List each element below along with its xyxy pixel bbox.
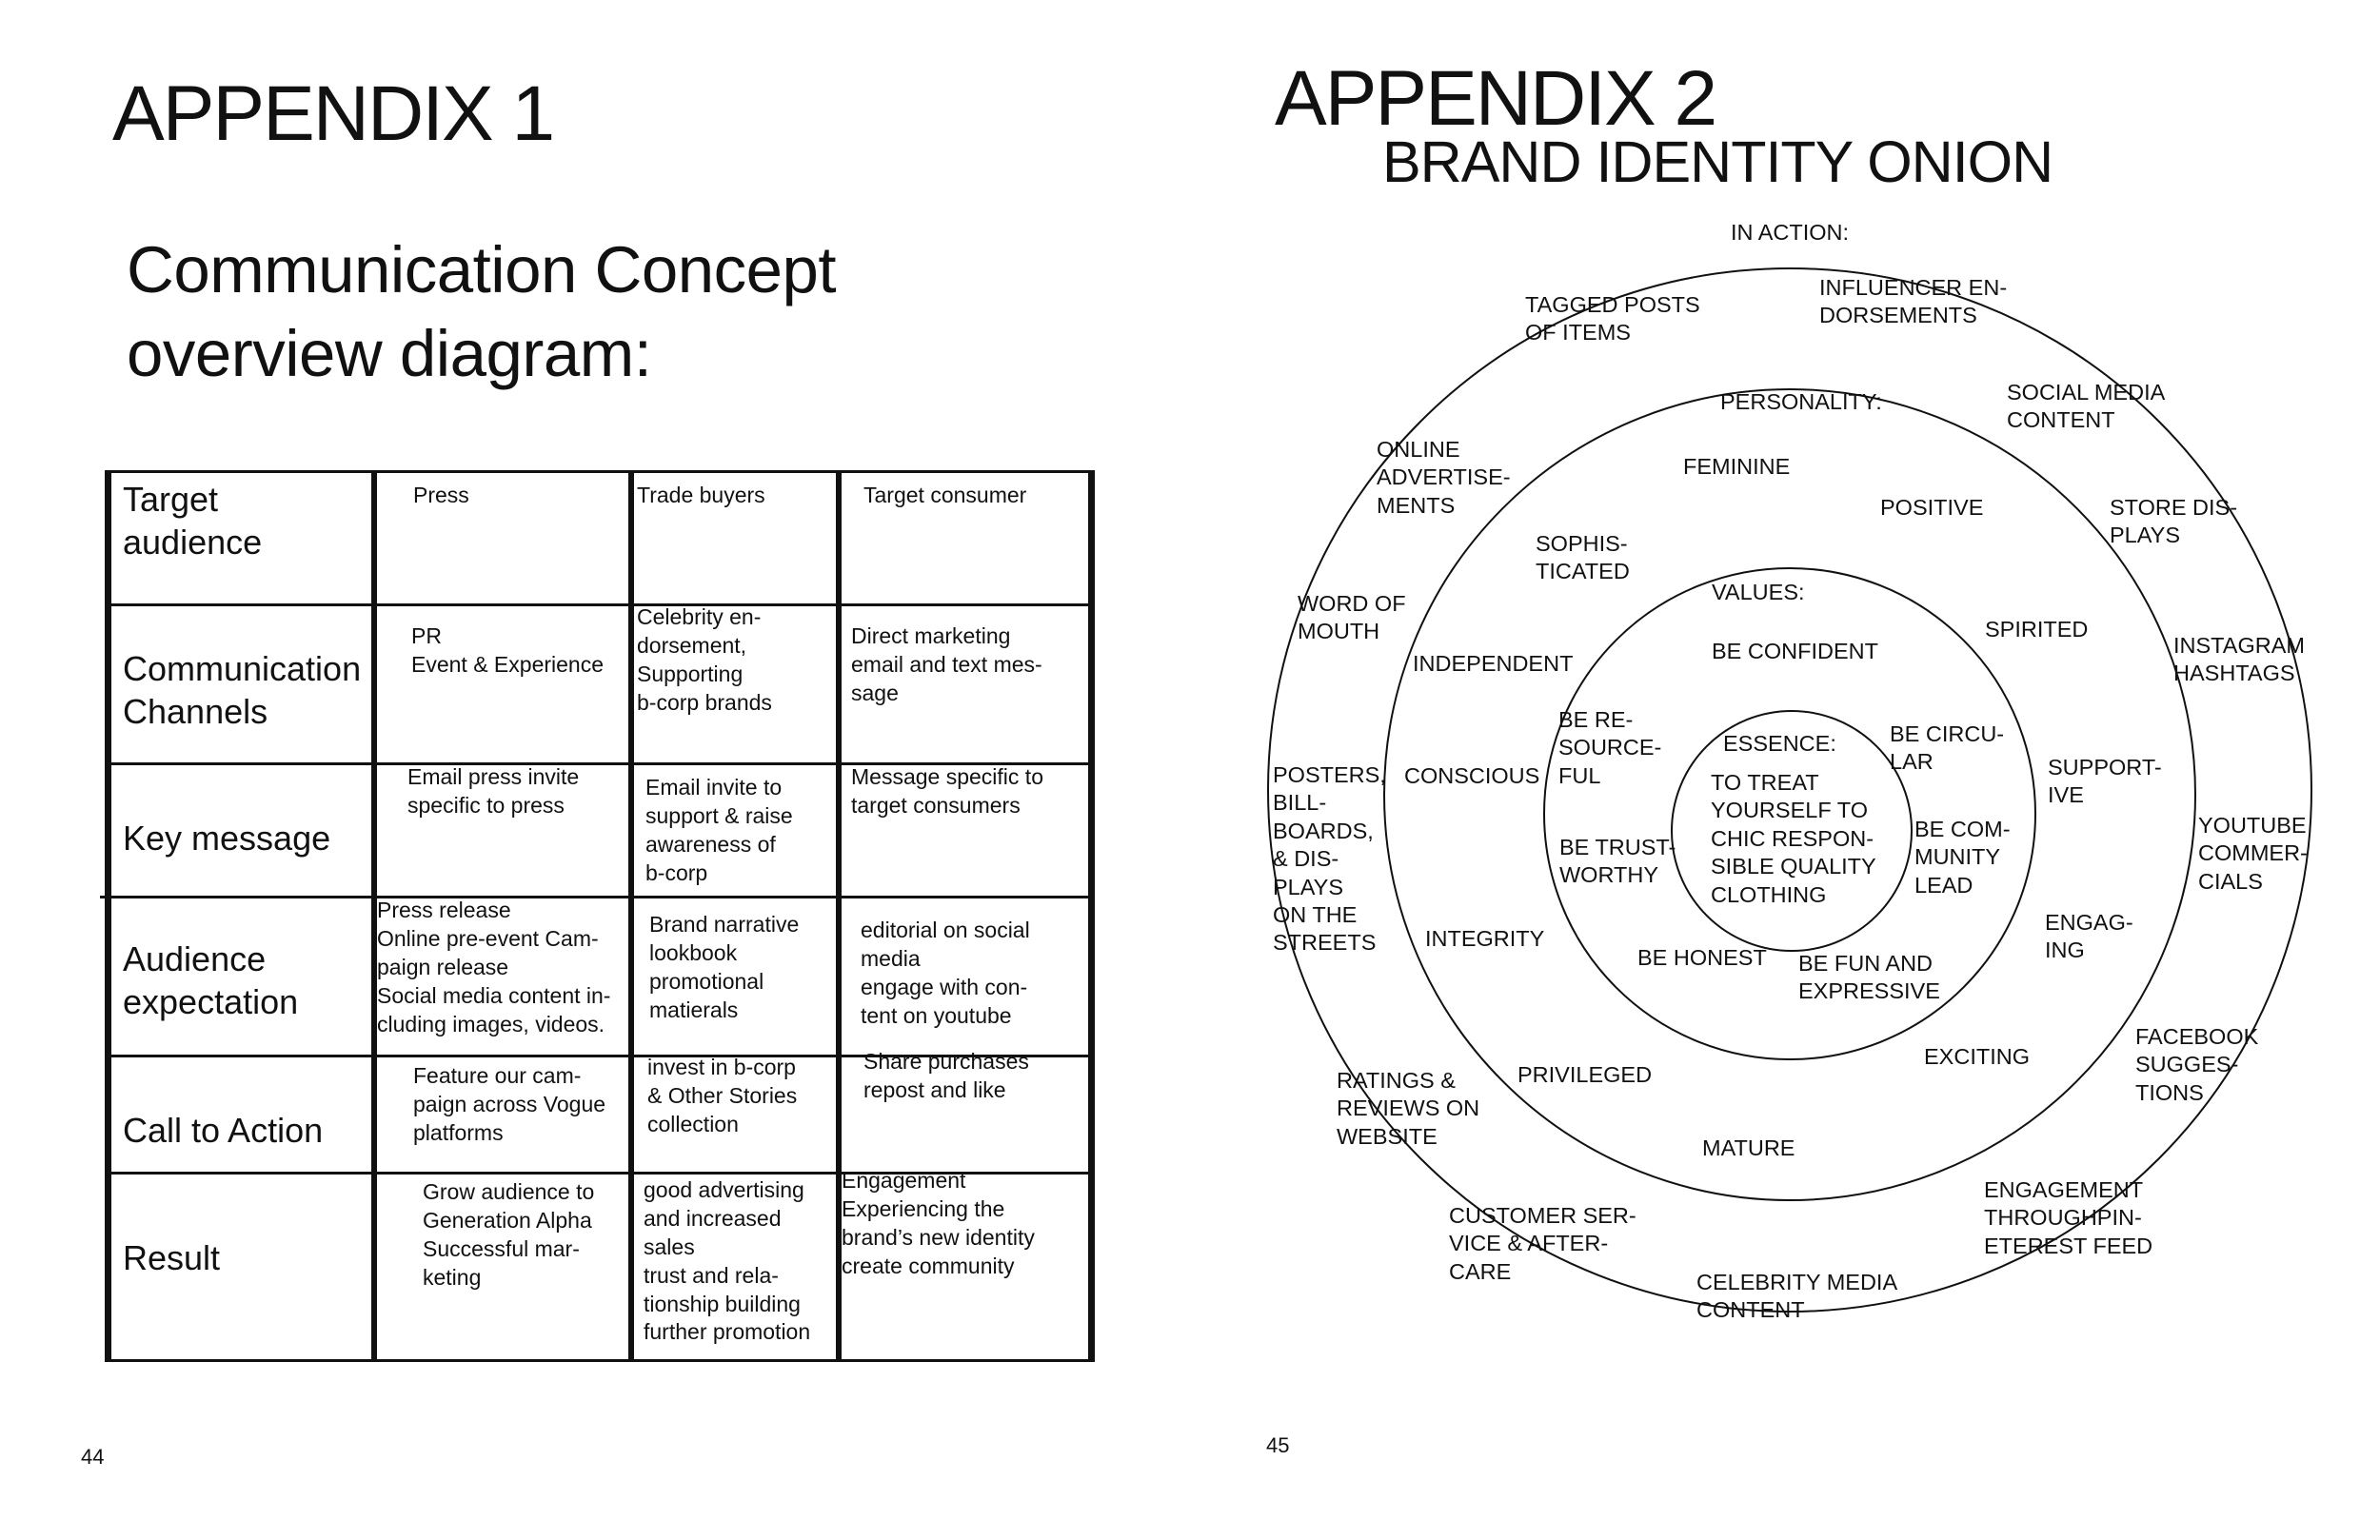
cell-expectation-press: Press release Online pre-event Cam- paig… (377, 898, 611, 1037)
in-action-posters: POSTERS, BILL- BOARDS, & DIS- PLAYS ON T… (1273, 762, 1386, 956)
in-action-pinterest: ENGAGEMENT THROUGHPIN- ETEREST FEED (1984, 1177, 2153, 1258)
values-title: VALUES: (1712, 580, 1805, 604)
row-label-target-audience: Target audience (123, 480, 263, 562)
personality-exciting: EXCITING (1924, 1044, 2030, 1069)
cell-result-trade: good advertising and increased sales tru… (644, 1177, 811, 1345)
cell-channels-trade: Celebrity en- dorsement, Supporting b-co… (637, 604, 772, 715)
cell-cta-trade: invest in b-corp & Other Stories collect… (647, 1055, 798, 1136)
personality-ring (1383, 388, 2196, 1201)
in-action-title: IN ACTION: (1731, 220, 1850, 245)
in-action-ratings: RATINGS & REVIEWS ON WEBSITE (1337, 1068, 1480, 1149)
values-ring (1543, 567, 2036, 1060)
values-be-fun-expressive: BE FUN AND EXPRESSIVE (1798, 951, 1940, 1004)
personality-title: PERSONALITY: (1720, 389, 1882, 414)
personality-supportive: SUPPORT- IVE (2048, 755, 2162, 808)
cell-key-trade: Email invite to support & raise awarenes… (645, 775, 793, 885)
personality-independent: INDEPENDENT (1413, 651, 1574, 676)
cell-expectation-trade: Brand narrative lookbook promotional mat… (649, 912, 800, 1022)
cell-cta-consumer: Share purchases repost and like (863, 1049, 1029, 1102)
cell-key-press: Email press invite specific to press (407, 764, 580, 818)
personality-privileged: PRIVILEGED (1517, 1062, 1653, 1087)
cell-channels-press: PR Event & Experience (411, 623, 605, 677)
in-action-customer-service: CUSTOMER SER- VICE & AFTER- CARE (1449, 1203, 1636, 1284)
row-label-communication-channels: Communication Channels (123, 649, 362, 731)
cell-channels-consumer: Direct marketing email and text mes- sag… (851, 623, 1042, 705)
cell-target-press: Press (413, 483, 469, 507)
cell-cta-press: Feature our cam- paign across Vogue plat… (413, 1063, 606, 1145)
row-label-result: Result (123, 1238, 221, 1277)
in-action-tagged-posts: TAGGED POSTS OF ITEMS (1525, 292, 1700, 346)
personality-conscious: CONSCIOUS (1404, 763, 1540, 788)
cell-target-consumer: Target consumer (863, 483, 1027, 507)
cell-expectation-consumer: editorial on social media engage with co… (861, 918, 1030, 1028)
values-be-circular: BE CIRCU- LAR (1890, 721, 2005, 775)
brand-identity-onion-title: BRAND IDENTITY ONION (1382, 129, 2053, 194)
personality-mature: MATURE (1702, 1135, 1795, 1160)
essence-title: ESSENCE: (1723, 731, 1836, 756)
cell-result-press: Grow audience to Generation Alpha Succes… (423, 1179, 595, 1290)
values-be-trustworthy: BE TRUST- WORTHY (1559, 835, 1676, 888)
in-action-influencer: INFLUENCER EN- DORSEMENTS (1819, 275, 2008, 328)
communication-concept-title: Communication Concept overview diagram: (127, 233, 837, 390)
row-label-key-message: Key message (123, 819, 331, 858)
personality-integrity: INTEGRITY (1425, 926, 1545, 951)
in-action-youtube: YOUTUBE COMMER- CIALS (2198, 813, 2308, 894)
values-be-community-lead: BE COM- MUNITY LEAD (1914, 817, 2011, 898)
cell-key-consumer: Message specific to target consumers (851, 764, 1043, 818)
row-label-audience-expectation: Audience expectation (123, 939, 299, 1021)
in-action-facebook: FACEBOOK SUGGES- TIONS (2135, 1024, 2259, 1105)
page-number-left: 44 (81, 1445, 105, 1469)
essence-ring (1671, 710, 1913, 952)
page-number-right: 45 (1266, 1433, 1290, 1457)
in-action-online-ads: ONLINE ADVERTISE- MENTS (1377, 437, 1511, 518)
in-action-store-displays: STORE DIS- PLAYS (2110, 495, 2238, 548)
cell-result-consumer: Engagement Experiencing the brand’s new … (842, 1168, 1035, 1278)
personality-positive: POSITIVE (1880, 495, 1984, 520)
appendix-1-heading: APPENDIX 1 (112, 70, 555, 157)
in-action-word-of-mouth: WORD OF MOUTH (1298, 591, 1406, 644)
in-action-celebrity: CELEBRITY MEDIA CONTENT (1696, 1270, 1898, 1323)
personality-sophisticated: SOPHIS- TICATED (1536, 531, 1630, 584)
row-label-call-to-action: Call to Action (123, 1111, 324, 1150)
personality-engaging: ENGAG- ING (2045, 910, 2133, 963)
personality-feminine: FEMININE (1683, 454, 1791, 479)
values-be-confident: BE CONFIDENT (1712, 639, 1878, 663)
cell-target-trade: Trade buyers (637, 483, 765, 507)
in-action-instagram: INSTAGRAM HASHTAGS (2173, 633, 2305, 686)
personality-spirited: SPIRITED (1985, 617, 2089, 642)
appendix-2-heading: APPENDIX 2 (1275, 55, 1717, 142)
in-action-ring (1267, 267, 2312, 1313)
in-action-social-media: SOCIAL MEDIA CONTENT (2007, 380, 2166, 433)
essence-text: TO TREAT YOURSELF TO CHIC RESPON- SIBLE … (1711, 770, 1876, 907)
values-be-honest: BE HONEST (1637, 945, 1767, 970)
values-be-resourceful: BE RE- SOURCE- FUL (1558, 707, 1662, 788)
